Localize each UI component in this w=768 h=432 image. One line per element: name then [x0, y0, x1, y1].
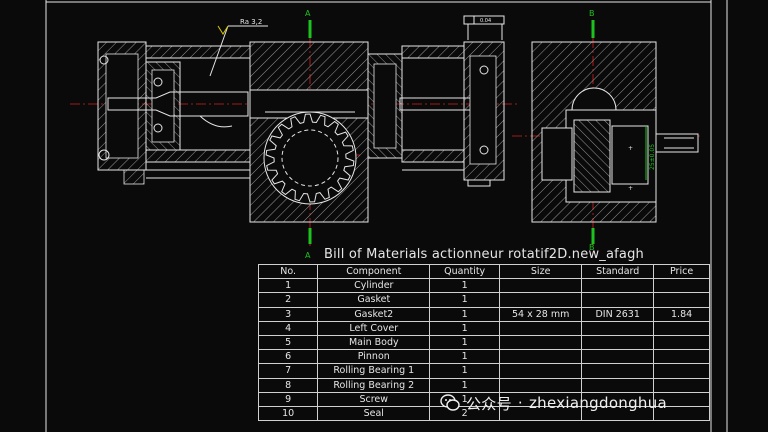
- bom-cell-standard: [581, 320, 655, 336]
- bom-cell-no: 1: [257, 278, 319, 294]
- watermark-handle: zhexiangdonghua: [528, 394, 668, 412]
- bom-cell-quantity: 1: [429, 278, 501, 294]
- bom-cell-size: [499, 405, 583, 422]
- bom-cell-price: 1.84: [653, 306, 710, 322]
- svg-text:+: +: [628, 145, 633, 152]
- bom-cell-price: [653, 363, 710, 379]
- bom-cell-component: Screw: [317, 391, 431, 407]
- bom-cell-standard: [581, 349, 655, 365]
- bom-cell-no: 8: [257, 377, 319, 393]
- bom-header-quantity: Quantity: [429, 263, 501, 280]
- bom-cell-component: Gasket2: [317, 306, 431, 322]
- drawing-frame: [45, 0, 728, 432]
- tolerance-callout[interactable]: 0.04: [463, 15, 505, 40]
- section-label-b-bottom: B: [589, 243, 595, 252]
- bom-cell-size: [499, 363, 583, 379]
- roughness-label: Ra 3,2: [240, 18, 262, 26]
- bom-cell-component: Rolling Bearing 1: [317, 363, 431, 379]
- bom-cell-price: [653, 278, 710, 294]
- bom-cell-component: Pinnon: [317, 349, 431, 365]
- bom-cell-size: [499, 278, 583, 294]
- pinion-gear[interactable]: [263, 111, 357, 205]
- bom-cell-no: 4: [257, 320, 319, 336]
- bom-cell-standard: [581, 334, 655, 351]
- bom-cell-standard: [581, 292, 655, 308]
- bom-cell-quantity: 1: [429, 306, 501, 322]
- bom-cell-quantity: 1: [429, 349, 501, 365]
- bom-header-no: No.: [257, 263, 319, 280]
- bom-cell-component: Left Cover: [317, 320, 431, 336]
- output-shaft[interactable]: [655, 133, 699, 153]
- section-markers: [308, 20, 595, 244]
- bom-cell-no: 2: [257, 292, 319, 308]
- bom-cell-price: [653, 334, 710, 351]
- bom-header-standard: Standard: [581, 263, 655, 280]
- watermark: 公众号 · zhexiangdonghua: [440, 390, 667, 416]
- bom-cell-size: [499, 320, 583, 336]
- bom-cell-price: [653, 349, 710, 365]
- bom-table[interactable]: No. Component Quantity Size Standard Pri…: [257, 263, 710, 422]
- bom-cell-no: 6: [257, 349, 319, 365]
- bom-cell-price: [653, 292, 710, 308]
- watermark-separator: ·: [517, 394, 523, 412]
- bom-cell-quantity: 1: [429, 363, 501, 379]
- bom-header-price: Price: [653, 263, 710, 280]
- piston-rod[interactable]: [107, 91, 249, 117]
- bom-cell-price: [653, 405, 710, 422]
- side-dimension-label: 25±0.05: [649, 144, 656, 170]
- bom-cell-quantity: 1: [429, 320, 501, 336]
- bom-title: Bill of Materials actionneur rotatif2D.n…: [324, 247, 644, 262]
- bom-cell-standard: [581, 363, 655, 379]
- side-dimension[interactable]: 25±0.05: [645, 126, 656, 180]
- bom-header-size: Size: [499, 263, 583, 280]
- bom-header-component: Component: [317, 263, 431, 280]
- bom-cell-size: [499, 334, 583, 351]
- bom-cell-standard: DIN 2631: [581, 306, 655, 322]
- bom-cell-no: 9: [257, 391, 319, 407]
- bom-cell-no: 5: [257, 334, 319, 351]
- tolerance-label: 0.04: [480, 18, 491, 24]
- bom-cell-no: 3: [257, 306, 319, 322]
- section-label-a-bottom: A: [305, 251, 311, 260]
- bom-cell-price: [653, 320, 710, 336]
- section-label-a-top: A: [305, 9, 311, 18]
- bom-cell-size: [499, 349, 583, 365]
- bom-cell-component: Main Body: [317, 334, 431, 351]
- bom-cell-size: 54 x 28 mm: [499, 306, 583, 322]
- roughness-callout[interactable]: Ra 3,2: [209, 18, 268, 77]
- bom-cell-quantity: 1: [429, 292, 501, 308]
- wechat-icon: [440, 394, 460, 411]
- bom-cell-component: Rolling Bearing 2: [317, 377, 431, 393]
- bom-cell-component: Cylinder: [317, 278, 431, 294]
- bom-cell-size: [499, 292, 583, 308]
- bom-cell-quantity: 1: [429, 334, 501, 351]
- bom-cell-standard: [581, 278, 655, 294]
- bom-cell-no: 10: [257, 405, 319, 422]
- bom-header-row: No. Component Quantity Size Standard Pri…: [257, 263, 710, 280]
- watermark-label: 公众号: [466, 394, 512, 413]
- bom-cell-component: Seal: [317, 405, 431, 422]
- bom-cell-standard: [581, 405, 655, 422]
- section-label-b-top: B: [589, 9, 595, 18]
- side-section-view[interactable]: + +: [531, 41, 699, 223]
- bom-cell-no: 7: [257, 363, 319, 379]
- bom-cell-component: Gasket: [317, 292, 431, 308]
- front-section-view[interactable]: [97, 41, 505, 223]
- svg-text:+: +: [628, 185, 633, 192]
